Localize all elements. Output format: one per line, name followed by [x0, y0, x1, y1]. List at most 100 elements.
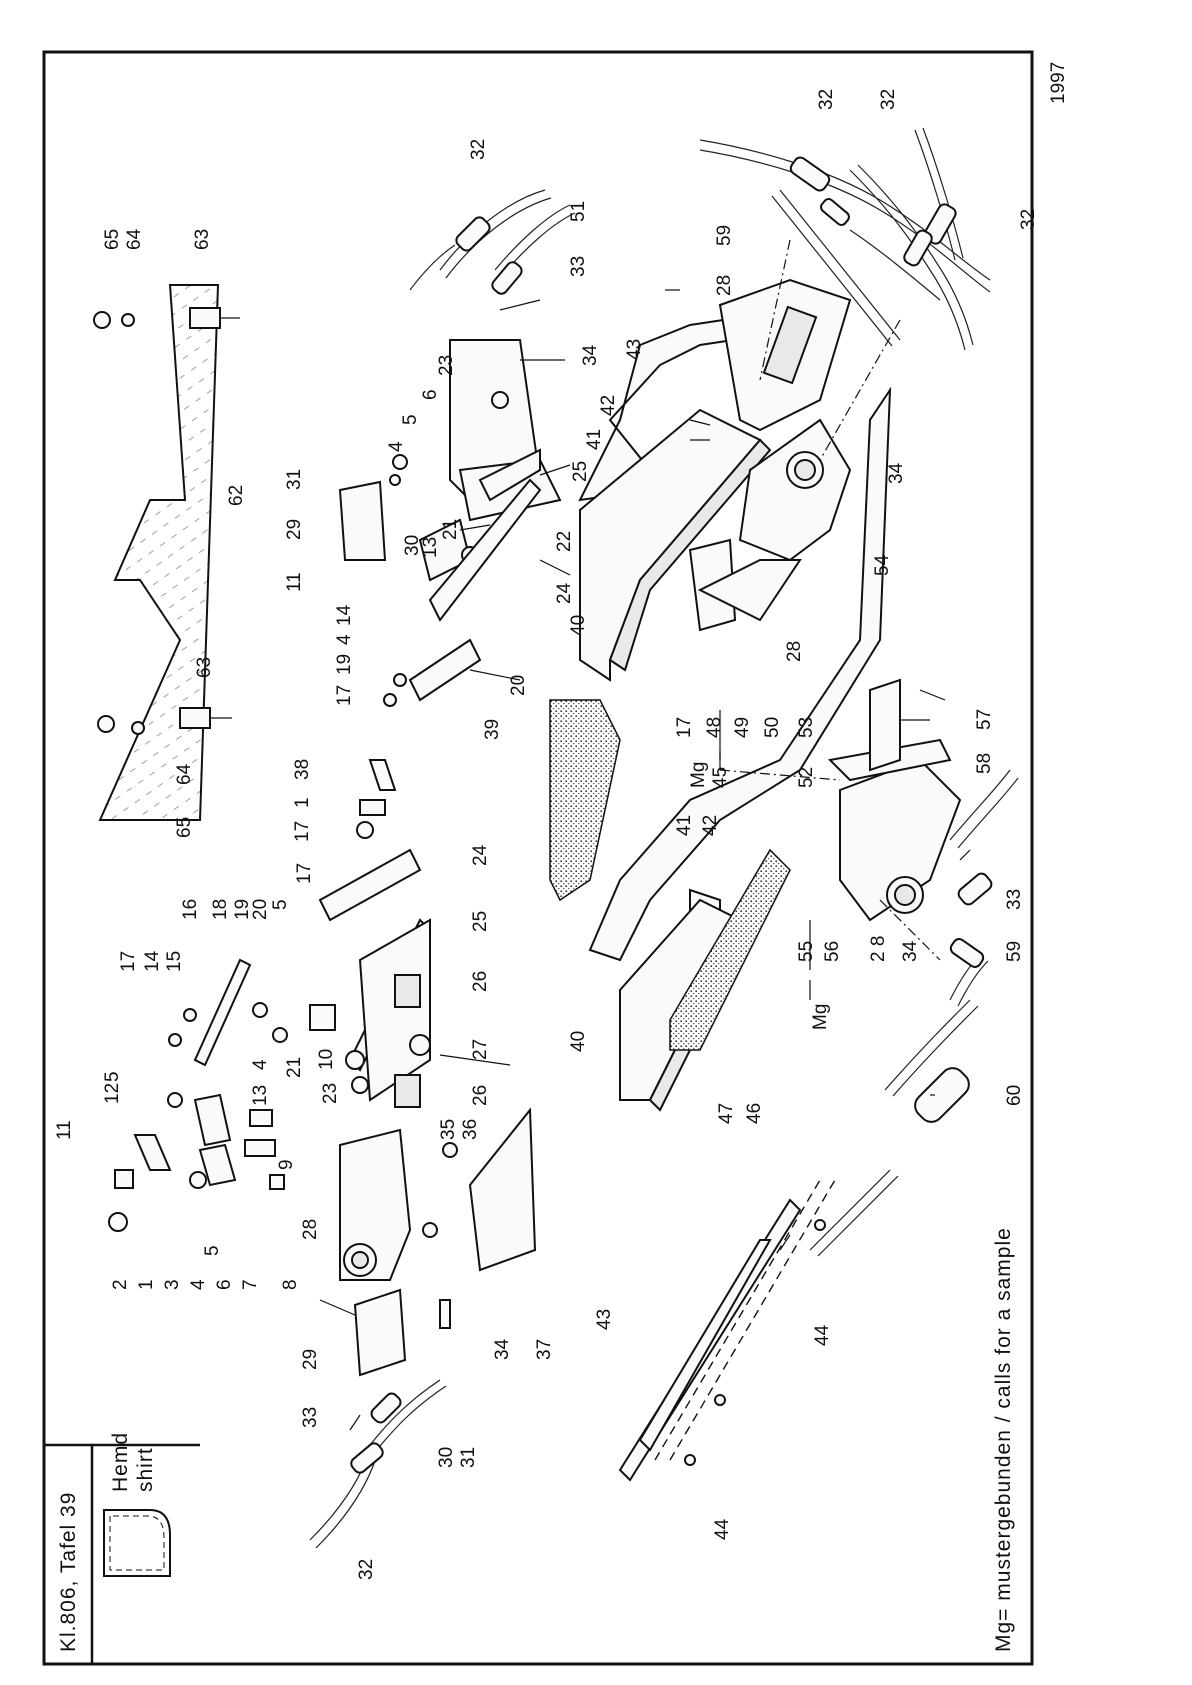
- label-2: 2: [110, 1279, 131, 1290]
- footer-legend: Mg= mustergebunden / calls for a sample: [992, 1227, 1015, 1652]
- label-39: 39: [482, 719, 503, 740]
- plate-34-lower-left: [422, 1107, 537, 1272]
- label-1: 1: [292, 797, 313, 808]
- label-30b: 30: [436, 1447, 457, 1468]
- label-7: 7: [240, 1279, 261, 1290]
- label-4: 4: [386, 441, 407, 452]
- label-55: 55: [796, 941, 817, 962]
- label-41: 41: [584, 429, 605, 450]
- label-11: 11: [284, 572, 305, 592]
- label-26: 26: [470, 971, 491, 992]
- label-37: 37: [534, 1339, 555, 1360]
- label-31b: 31: [458, 1447, 479, 1468]
- year-label: 1997: [1048, 62, 1069, 104]
- label-28d: 28: [300, 1219, 321, 1240]
- label-60: 60: [1004, 1085, 1025, 1106]
- label-23: 23: [436, 355, 457, 376]
- label-26b: 26: [470, 1085, 491, 1106]
- label-57: 57: [974, 709, 995, 730]
- label-24: 24: [554, 582, 575, 604]
- label-41b: 41: [674, 815, 695, 836]
- label-19b: 19: [232, 899, 253, 920]
- air-hoses: [309, 127, 1019, 1549]
- bracket-29-lower-left: [353, 1288, 451, 1377]
- label-50: 50: [762, 717, 783, 738]
- label-35: 35: [438, 1119, 459, 1140]
- label-44b: 44: [712, 1518, 733, 1540]
- year-stamp: 1997: [1048, 62, 1069, 104]
- label-8: 8: [280, 1279, 301, 1290]
- label-29: 29: [284, 519, 305, 540]
- label-32: 32: [468, 139, 489, 160]
- label-23b: 23: [320, 1083, 341, 1104]
- label-62: 62: [226, 485, 247, 506]
- label-30: 30: [402, 535, 423, 556]
- label-34b: 34: [886, 462, 907, 484]
- label-28: 28: [714, 275, 735, 296]
- label-33b: 33: [1004, 889, 1025, 910]
- label-4c: 4: [250, 1059, 271, 1070]
- label-53: 53: [796, 717, 817, 738]
- label-20: 20: [508, 675, 529, 696]
- label-12: 12: [102, 1083, 123, 1104]
- label-4b: 4: [334, 634, 355, 645]
- product-name-de: Hemd: [109, 1432, 132, 1492]
- label-25b: 25: [470, 911, 491, 932]
- sample-part-45: [549, 699, 621, 902]
- sample-part-47: [669, 848, 791, 1051]
- label-32-c: 32: [1018, 209, 1039, 230]
- label-13: 13: [420, 537, 441, 558]
- label-54: 54: [872, 554, 893, 576]
- leader-lines: [319, 289, 971, 1431]
- label-28c: 2 8: [868, 936, 889, 962]
- cylinder-28-lower-left: [339, 1128, 412, 1281]
- label-22: 22: [554, 531, 575, 552]
- label-46: 46: [744, 1103, 765, 1124]
- label-4d: 4: [188, 1279, 209, 1290]
- label-43b: 43: [594, 1309, 615, 1330]
- label-17b: 17: [292, 821, 313, 842]
- label-51: 51: [568, 201, 589, 222]
- label-16: 16: [180, 899, 201, 920]
- label-32-b: 32: [878, 89, 899, 110]
- label-14b: 14: [142, 950, 163, 972]
- label-5: 5: [400, 414, 421, 425]
- label-5d: 5: [202, 1245, 223, 1256]
- label-64: 64: [124, 228, 145, 250]
- label-18: 18: [210, 899, 231, 920]
- label-48: 48: [704, 717, 725, 738]
- label-43: 43: [624, 339, 645, 360]
- hose-fittings: [350, 156, 993, 1474]
- standoff-63-bottom: [179, 707, 232, 729]
- label-9: 9: [276, 1159, 297, 1170]
- label-17e: 17: [118, 951, 139, 972]
- label-36: 36: [460, 1119, 481, 1140]
- label-mg-55-56: Mg: [810, 1004, 831, 1030]
- label-32-a: 32: [816, 89, 837, 110]
- label-38: 38: [292, 759, 313, 780]
- label-mg-45: Mg: [688, 762, 709, 788]
- label-10: 10: [316, 1049, 337, 1070]
- label-13b: 13: [250, 1085, 271, 1106]
- screw-64-65-bottom: [97, 715, 145, 735]
- label-25: 25: [570, 461, 591, 482]
- standoff-63-top: [189, 307, 240, 329]
- main-frame-assembly: [578, 239, 962, 1112]
- label-15: 15: [164, 951, 185, 972]
- label-11b: 11: [54, 1120, 75, 1140]
- label-28b: 28: [784, 641, 805, 662]
- part-labels: 32 51 33 34 23 6 5 4 31 29 30 13 21 25 2…: [54, 89, 1039, 1580]
- label-5c: 5: [102, 1071, 123, 1082]
- label-21: 21: [440, 519, 461, 540]
- label-19: 19: [334, 654, 355, 675]
- label-6: 6: [420, 389, 441, 400]
- label-65b: 65: [174, 817, 195, 838]
- label-34c: 34: [900, 940, 921, 962]
- left-linkage-parts: [108, 958, 365, 1232]
- label-21b: 21: [284, 1057, 305, 1078]
- label-32d: 32: [356, 1559, 377, 1580]
- label-49: 49: [732, 717, 753, 738]
- label-63: 63: [192, 229, 213, 250]
- label-63b: 63: [194, 657, 215, 678]
